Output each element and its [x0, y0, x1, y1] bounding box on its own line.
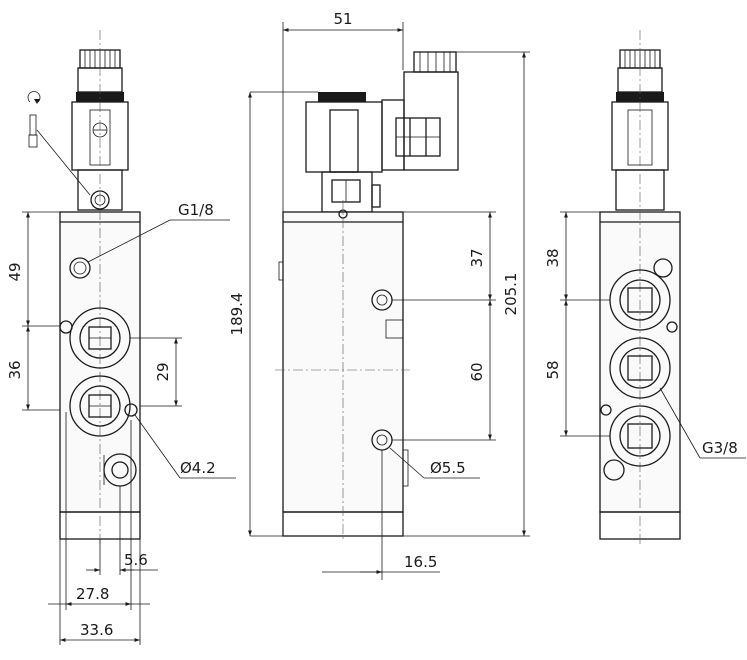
dim-60-label: 60 — [468, 362, 486, 381]
dim-58-label: 58 — [544, 360, 562, 379]
callout-g18: G1/8 — [178, 201, 214, 219]
front-view: 51 — [228, 10, 530, 580]
callout-dia-5-5: Ø5.5 — [430, 459, 466, 477]
dim-36-label: 36 — [6, 360, 24, 379]
dim-51-label: 51 — [333, 10, 352, 28]
dim-37-label: 37 — [468, 248, 486, 267]
dim-189-4-label: 189.4 — [228, 293, 246, 336]
callout-g38: G3/8 — [702, 439, 738, 457]
dim-5-6-label: 5.6 — [124, 551, 148, 569]
mounting-hole-4-2 — [124, 403, 138, 417]
callout-dia-4-2: Ø4.2 — [180, 459, 216, 477]
g18-port — [69, 257, 91, 279]
side-view-right: 38 58 G3/8 — [544, 30, 746, 545]
dim-27-8-label: 27.8 — [76, 585, 109, 603]
dim-16-5-label: 16.5 — [404, 553, 437, 571]
dim-29-label: 29 — [154, 362, 172, 381]
lock-ring-front — [318, 92, 366, 102]
dim-38-label: 38 — [544, 248, 562, 267]
dim-33-6-label: 33.6 — [80, 621, 113, 639]
coil-front — [305, 101, 383, 173]
manual-operation-icon — [27, 91, 91, 196]
dim-49-label: 49 — [6, 262, 24, 281]
main-port-lower — [69, 375, 131, 437]
port-2-right — [609, 337, 671, 399]
side-view-left: 49 36 29 G1/8 Ø4.2 5.6 27.8 33.6 — [6, 30, 236, 645]
plug-connector — [403, 71, 459, 171]
dim-205-1-label: 205.1 — [502, 273, 520, 316]
